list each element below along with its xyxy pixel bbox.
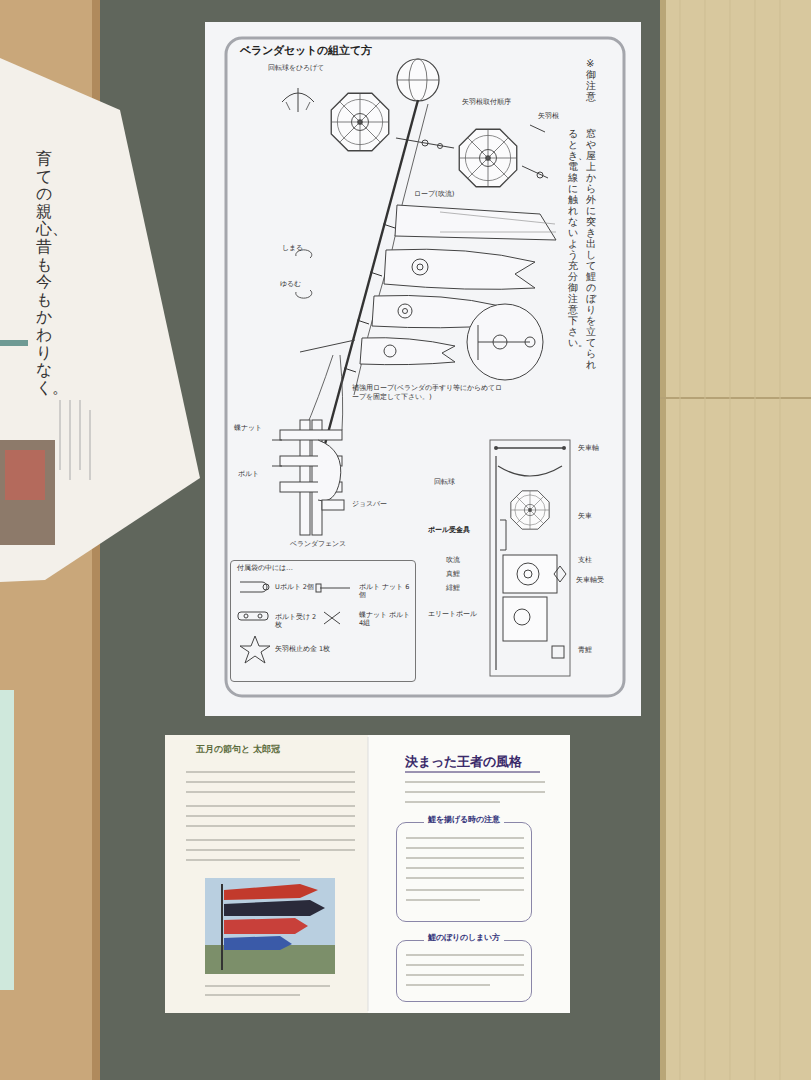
brochure-heading: 育ての親心、昔も今もかわりなく。 — [36, 150, 52, 396]
part-label: ポール受金具 — [428, 526, 470, 535]
direction-label: ゆるむ — [280, 280, 301, 289]
part-item: Uボルト 2個 — [275, 583, 323, 591]
parts-box: 付属袋の中には… Uボルト 2個 ボルト ナット 6個ボルト受け 2枚 蝶ナット ボル… — [230, 560, 416, 682]
note-heading: ※御注意 — [586, 58, 596, 102]
part-label: 緋鯉 — [446, 584, 460, 593]
part-label: 矢車 — [578, 512, 592, 521]
booklet-heading: 決まった王者の風格 — [405, 754, 522, 770]
sheet-title: ベランダセットの組立て方 — [240, 44, 372, 58]
part-label: ジョスバー — [352, 500, 387, 509]
box-heading: 鯉のぼりのしまい方 — [424, 933, 504, 943]
part-label: 矢車軸受 — [576, 576, 604, 585]
part-label: エリートポール — [428, 610, 477, 619]
warning-note: 窓や屋上から外に突き出して鯉のぼりを立てられ — [586, 128, 596, 370]
box-heading: 付属袋の中には… — [237, 564, 293, 573]
booklet-heading: 五月の節句と 太郎冠 — [196, 744, 280, 755]
part-item: ボルト受け 2枚 — [275, 613, 323, 629]
part-label: ベランダフェンス — [290, 540, 346, 549]
part-item: ボルト ナット 6個 — [359, 583, 413, 599]
part-item: 蝶ナット ボルト 4組 — [359, 611, 413, 627]
direction-label: しまる — [282, 244, 303, 253]
part-label: 回転球 — [434, 478, 455, 487]
part-label: 支柱 — [578, 556, 592, 565]
part-label: 矢羽根 — [538, 112, 559, 121]
part-label: 青鯉 — [578, 646, 592, 655]
part-label: 矢羽根取付順序 — [462, 98, 511, 107]
part-label: ロープ(吹流) — [414, 190, 454, 199]
info-box: 鯉のぼりのしまい方 — [396, 940, 532, 1002]
part-label: 真鯉 — [446, 570, 460, 579]
part-label: 補強用ロープ(ベランダの手すり等にからめてロープを固定して下さい。) — [352, 384, 502, 402]
part-label: 矢車軸 — [578, 444, 599, 453]
part-label: ボルト — [238, 470, 259, 479]
warning-note: るとき、電線に触れないよう充分御注意下さい。 — [568, 128, 578, 348]
box-heading: 鯉を揚げる時の注意 — [424, 815, 504, 825]
part-item: 矢羽根止め金 1枚 — [275, 645, 335, 653]
part-label: 吹流 — [446, 556, 460, 565]
info-box: 鯉を揚げる時の注意 — [396, 822, 532, 922]
part-label: 回転球をひろげて — [268, 64, 324, 73]
part-label: 蝶ナット — [234, 424, 262, 433]
